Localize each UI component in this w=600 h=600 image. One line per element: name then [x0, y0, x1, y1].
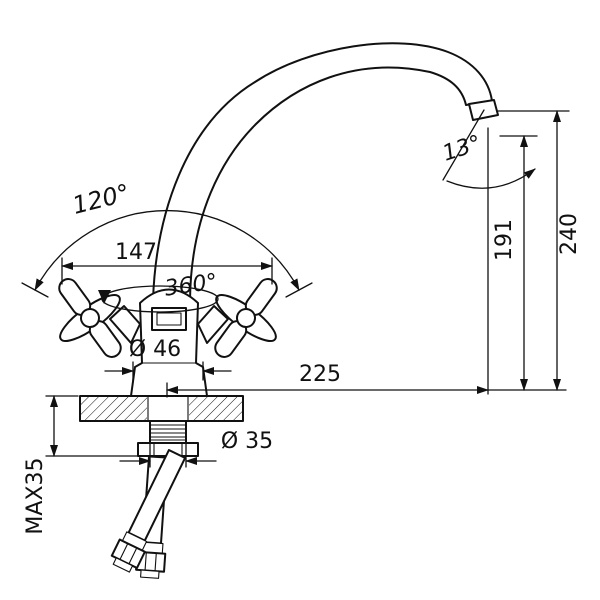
shank-threads: [150, 424, 186, 441]
right-handle-stem: [197, 305, 229, 344]
left-handle-stem: [109, 305, 141, 344]
dim-body-diameter-label: Ø 46: [129, 337, 181, 362]
dim-body-diameter: Ø 46: [104, 337, 232, 381]
dim-outlet-height-label: 191: [492, 219, 517, 261]
deck-hatch-left: [81, 397, 147, 420]
dim-overall-height-label: 240: [557, 213, 582, 255]
dim-overall-height: 240: [496, 110, 582, 391]
rotation-arrowhead: [98, 290, 111, 304]
dim-max-thickness-label: MAX35: [23, 457, 48, 534]
dim-handle-spread: 147: [61, 240, 273, 285]
faucet-object: [58, 42, 499, 579]
dim-outlet-height: 191: [492, 135, 538, 391]
spout-tube: [152, 42, 493, 301]
dim-spout-tilt-label: 13°: [440, 131, 485, 167]
faucet-faceplate-inner: [156, 312, 182, 326]
dim-handle-spread-label: 147: [115, 240, 157, 265]
right-supply-hose: [110, 449, 187, 573]
deck-hatch-right: [189, 397, 242, 420]
dim-max-thickness: MAX35: [23, 395, 139, 535]
dim-shank-diameter-label: Ø 35: [221, 429, 273, 454]
dim-reach: 225: [166, 127, 567, 398]
dim-swivel-angle-label: 120°: [70, 179, 133, 220]
dim-shank-diameter: Ø 35: [119, 429, 273, 468]
dim-spout-tilt: 13°: [440, 109, 536, 189]
dim-reach-label: 225: [299, 362, 341, 387]
